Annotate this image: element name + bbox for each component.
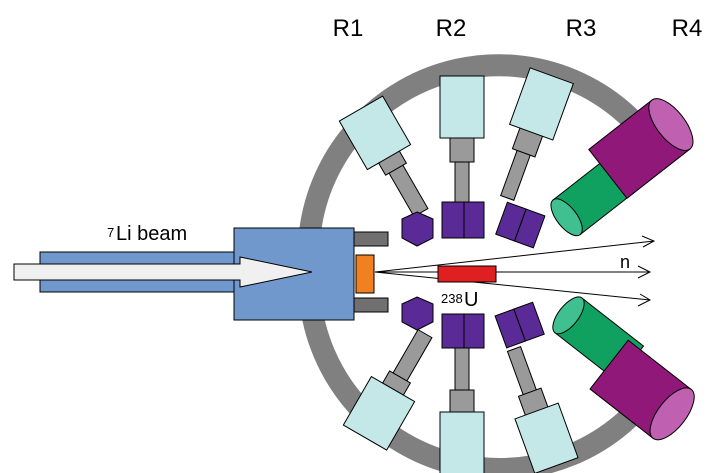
detector-r3-top — [495, 67, 574, 249]
detector-r1-bottom — [342, 296, 434, 451]
ring-label-r2: R2 — [436, 15, 467, 42]
u-target — [437, 265, 497, 283]
hexagon-crystal-bottom — [401, 296, 434, 331]
beam-arrow — [13, 256, 313, 288]
target-label: U — [464, 289, 478, 311]
detector-r2-top — [439, 75, 485, 239]
detector-r3-bottom — [494, 301, 579, 473]
beam-label: Li beam — [116, 223, 187, 245]
neutron-paths — [374, 235, 656, 307]
detector-r1-top — [338, 95, 434, 247]
neutron-label: n — [620, 252, 630, 272]
ring-label-r3: R3 — [566, 15, 597, 42]
beam-label-superscript: 7 — [107, 225, 114, 240]
detector-r4-top — [550, 98, 694, 237]
ring-label-r4: R4 — [672, 15, 703, 42]
detector-r4-bottom — [552, 296, 695, 441]
beam-target — [355, 254, 375, 294]
target-label-superscript: 238 — [441, 291, 463, 306]
detector-r2-bottom — [439, 313, 485, 473]
ring-label-r1: R1 — [333, 15, 364, 42]
beam-line — [13, 227, 389, 321]
hexagon-crystal-top — [401, 211, 434, 247]
